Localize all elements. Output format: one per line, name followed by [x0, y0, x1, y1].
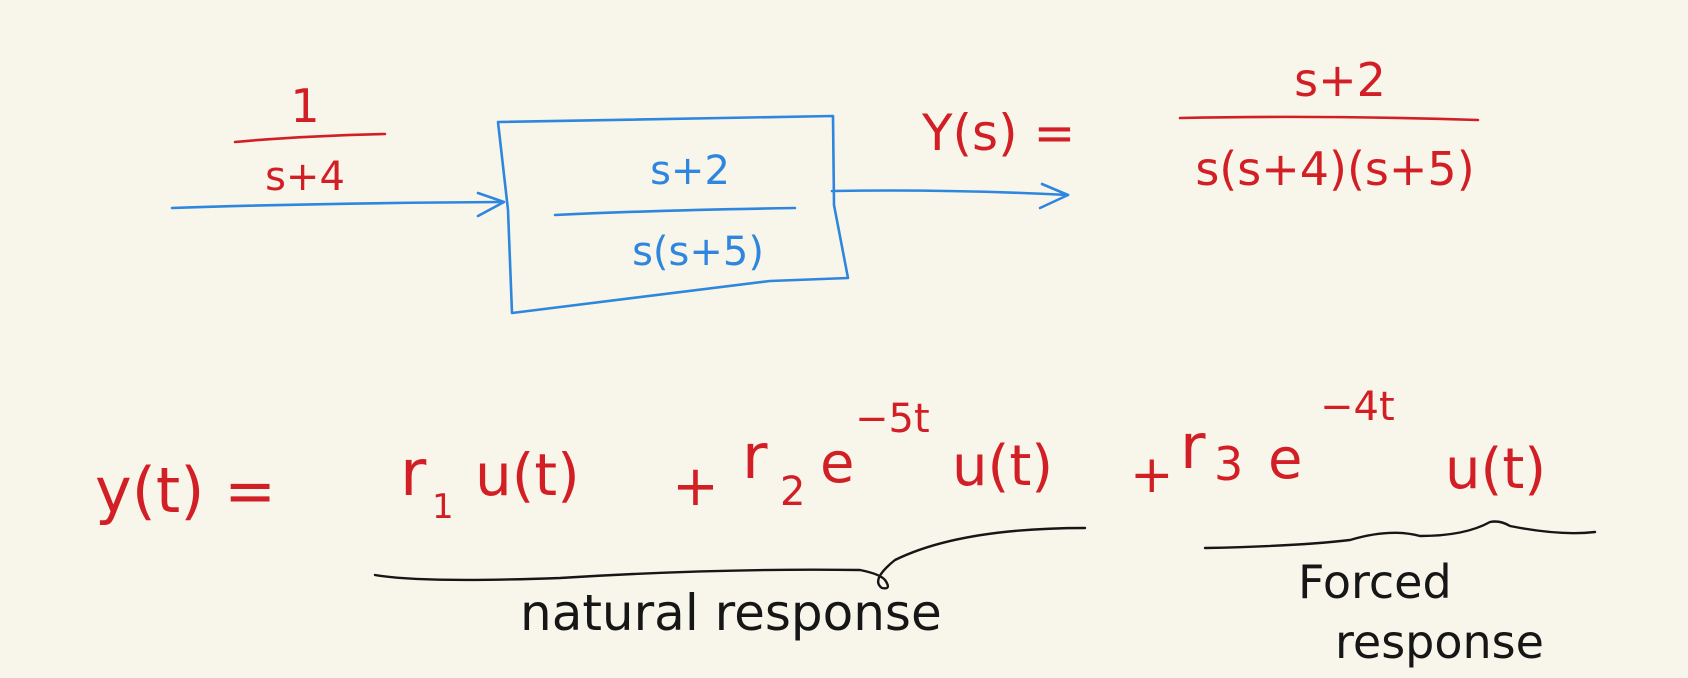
term3-coefficient: r — [1180, 410, 1206, 483]
natural-response-label: natural response — [520, 584, 942, 642]
input-fraction-bar — [233, 132, 387, 144]
plus-sign-1: + — [672, 454, 719, 519]
term1-subscript: 1 — [432, 487, 454, 527]
output-arrow — [830, 182, 1070, 210]
input-numerator: 1 — [290, 79, 319, 133]
term3-exponent: −4t — [1320, 384, 1395, 430]
input-signal: 1 s+4 — [233, 79, 387, 200]
block-numerator: s+2 — [650, 148, 730, 194]
term2-exponent: −5t — [855, 396, 930, 442]
plus-sign-2: + — [1130, 445, 1174, 505]
output-fraction-bar — [1178, 115, 1480, 122]
block-fraction-bar — [553, 206, 797, 217]
output-arrowhead-icon — [1038, 182, 1070, 210]
term2-coefficient: r — [742, 420, 768, 493]
input-arrow-line — [170, 200, 504, 210]
term1-body: u(t) — [475, 441, 580, 509]
time-response-lhs: y(t) = — [95, 454, 276, 527]
natural-response-brace — [373, 526, 1087, 590]
forced-response-brace — [1203, 520, 1597, 550]
input-arrowhead-icon — [476, 191, 506, 218]
forced-response-label-line2: response — [1335, 615, 1544, 669]
term2-base: e — [820, 431, 854, 496]
term3-body: u(t) — [1445, 437, 1546, 502]
forced-response-annotation: Forced response — [1203, 520, 1597, 669]
block-outline — [496, 114, 850, 315]
output-lhs: Y(s) = — [921, 104, 1075, 162]
term2-subscript: 2 — [780, 469, 805, 515]
input-arrow — [170, 191, 506, 218]
time-response-equation: y(t) = r 1 u(t) + r 2 e −5t u(t) + r 3 e… — [95, 384, 1546, 527]
term3-subscript: 3 — [1214, 437, 1243, 491]
input-denominator: s+4 — [265, 154, 345, 200]
output-arrow-line — [830, 189, 1070, 197]
term2-body: u(t) — [952, 434, 1053, 499]
term1-coefficient: r — [400, 437, 427, 511]
block-denominator: s(s+5) — [632, 229, 764, 275]
term3-base: e — [1268, 427, 1302, 492]
natural-response-annotation: natural response — [373, 526, 1087, 642]
output-denominator: s(s+4)(s+5) — [1195, 142, 1474, 196]
forced-response-label-line1: Forced — [1298, 555, 1452, 609]
output-numerator: s+2 — [1294, 53, 1386, 107]
output-transfer-function: Y(s) = s+2 s(s+4)(s+5) — [921, 53, 1480, 196]
transfer-function-block: s+2 s(s+5) — [496, 114, 850, 315]
